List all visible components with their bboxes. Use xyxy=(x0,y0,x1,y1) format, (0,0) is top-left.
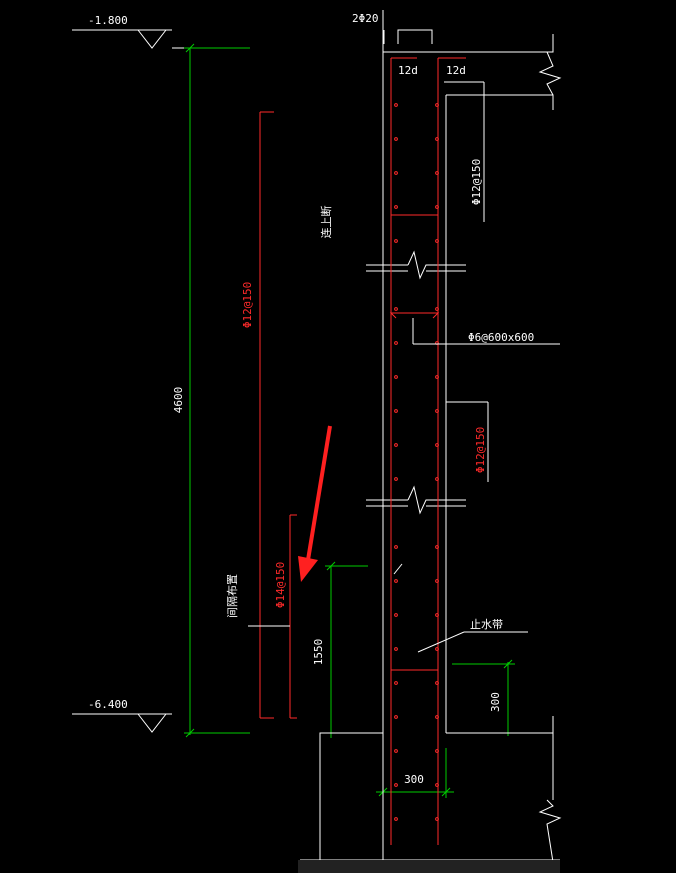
rebar-dot xyxy=(394,579,398,583)
rebar-dot xyxy=(394,443,398,447)
rebar-dot xyxy=(435,103,439,107)
rebar-dot xyxy=(435,681,439,685)
rebar-dot xyxy=(394,613,398,617)
elevation-top-label: -1.800 xyxy=(88,14,128,27)
dim-waterstop-label: 300 xyxy=(489,692,502,712)
rebar-dot xyxy=(394,783,398,787)
dimension-waterstop xyxy=(452,659,515,736)
red-arrow-annotation xyxy=(298,425,332,582)
dim-height-total-label: 4600 xyxy=(172,387,185,414)
rebar-dot xyxy=(435,477,439,481)
rebar-dot xyxy=(435,647,439,651)
elevation-bottom-label: -6.400 xyxy=(88,698,128,711)
dim-height-lower-label: 1550 xyxy=(312,639,325,666)
rebar-dot xyxy=(394,239,398,243)
rebar-vertical-lower-label: Φ12@150 xyxy=(474,427,487,473)
rebar-dot xyxy=(435,205,439,209)
rebar-vertical-outer-label: Φ12@150 xyxy=(241,282,254,328)
dim-wall-thickness-label: 300 xyxy=(404,773,424,786)
rebar-vertical-upper-label: Φ12@150 xyxy=(470,159,483,205)
rebar-dot xyxy=(394,749,398,753)
dimension-height-total xyxy=(184,43,250,738)
rebar-dot xyxy=(394,817,398,821)
rebar-dot xyxy=(394,545,398,549)
wall-outline xyxy=(300,10,562,863)
top-bars-label: 2Φ20 xyxy=(352,12,379,25)
break-label: 连上断 xyxy=(319,206,333,239)
rebar-dot xyxy=(435,715,439,719)
rebar-dot xyxy=(435,613,439,617)
rebar-dot xyxy=(394,681,398,685)
spacing-label: 间隔布置 xyxy=(226,574,239,618)
anchor-left-label: 12d xyxy=(398,64,418,77)
ground-hatch xyxy=(298,860,560,873)
rebar-dot xyxy=(435,545,439,549)
elevation-mark-top xyxy=(72,29,190,49)
tie-bar-label: Φ6@600x600 xyxy=(468,331,534,344)
wall-break-symbol-upper xyxy=(366,250,466,280)
rebar-dot xyxy=(394,409,398,413)
rebar-dot xyxy=(435,443,439,447)
rebar-dot xyxy=(394,477,398,481)
leader-lines xyxy=(248,29,560,653)
rebar-dot xyxy=(435,137,439,141)
rebar-dot xyxy=(394,375,398,379)
elevation-mark-bottom xyxy=(72,713,172,733)
rebar-dot xyxy=(435,817,439,821)
rebar-dot xyxy=(435,783,439,787)
rebar-dot xyxy=(394,715,398,719)
rebar-dot xyxy=(394,341,398,345)
rebar-dot xyxy=(394,103,398,107)
wall-break-symbol-lower xyxy=(366,485,466,515)
rebar-dot xyxy=(435,409,439,413)
rebar-dot xyxy=(394,137,398,141)
rebar-dot xyxy=(435,749,439,753)
rebar-dot xyxy=(394,171,398,175)
rebar-dot xyxy=(435,375,439,379)
anchor-right-label: 12d xyxy=(446,64,466,77)
dimension-height-lower xyxy=(325,561,368,738)
rebar-dot xyxy=(435,171,439,175)
rebar-dot xyxy=(435,239,439,243)
rebar-dot xyxy=(394,205,398,209)
rebar-dot xyxy=(435,307,439,311)
rebar-dot xyxy=(435,579,439,583)
rebar-dots xyxy=(394,103,439,821)
rebar-dot xyxy=(394,307,398,311)
waterstop-label: 止水带 xyxy=(470,618,503,631)
rebar-lines xyxy=(259,57,466,845)
rebar-vertical-lower-outer-label: Φ14@150 xyxy=(274,562,287,608)
rebar-dot xyxy=(394,647,398,651)
